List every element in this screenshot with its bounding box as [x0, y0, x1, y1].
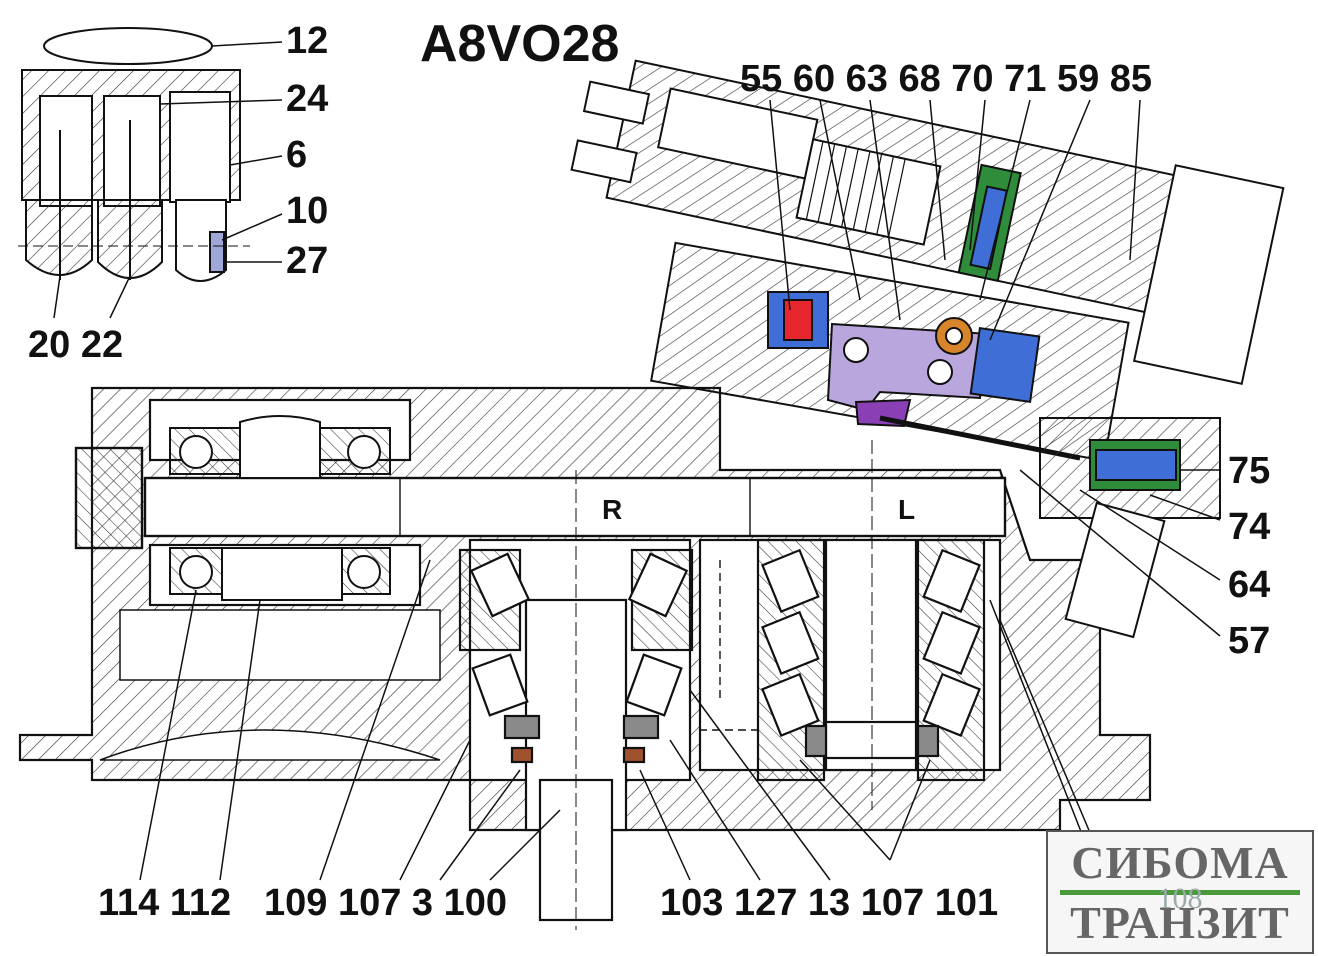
piston-59-blue: [969, 327, 1041, 403]
part-55-red: [783, 299, 813, 341]
label-12: 12: [286, 20, 329, 62]
logo-line2: ТРАНЗИТ: [1070, 897, 1290, 948]
diagram-title: A8VO28: [420, 15, 620, 73]
logo-number: 108: [1157, 882, 1203, 915]
logo-bar: [1060, 890, 1300, 895]
label-bottom-mid: 109 107 3 100: [264, 882, 508, 924]
label-24: 24: [286, 78, 329, 120]
logo-line1: СИБОМА: [1071, 837, 1289, 888]
label-27: 27: [286, 240, 329, 282]
inset-detail: [18, 27, 250, 282]
valve-71-blue: [969, 185, 1008, 271]
company-logo: СИБОМА 108 ТРАНЗИТ: [1046, 830, 1314, 954]
main-shaft: [74, 446, 1007, 550]
hidden-lines: [699, 560, 760, 731]
label-64: 64: [1228, 564, 1271, 606]
bearing-pack-l: [756, 440, 986, 810]
label-top-row: 55 60 63 68 70 71 59 85: [740, 58, 1153, 100]
cap-12: [43, 27, 213, 65]
label-20-22: 20 22: [28, 324, 124, 366]
label-74: 74: [1228, 506, 1271, 548]
output-shaft-r: [458, 470, 694, 930]
bearing-114-112: [169, 415, 391, 601]
label-bottom-left: 114 112: [98, 882, 232, 924]
label-6: 6: [286, 134, 308, 176]
inset-leaders: [53, 41, 283, 319]
label-bottom-right: 103 127 13 107 101: [660, 882, 999, 924]
label-10: 10: [286, 190, 329, 232]
pin-10-27: [209, 231, 225, 273]
port-r-label: R: [602, 494, 623, 525]
regulator-lower: [650, 241, 1221, 639]
label-57: 57: [1228, 620, 1271, 662]
port-l-label: L: [898, 494, 916, 525]
label-75: 75: [1228, 450, 1271, 492]
